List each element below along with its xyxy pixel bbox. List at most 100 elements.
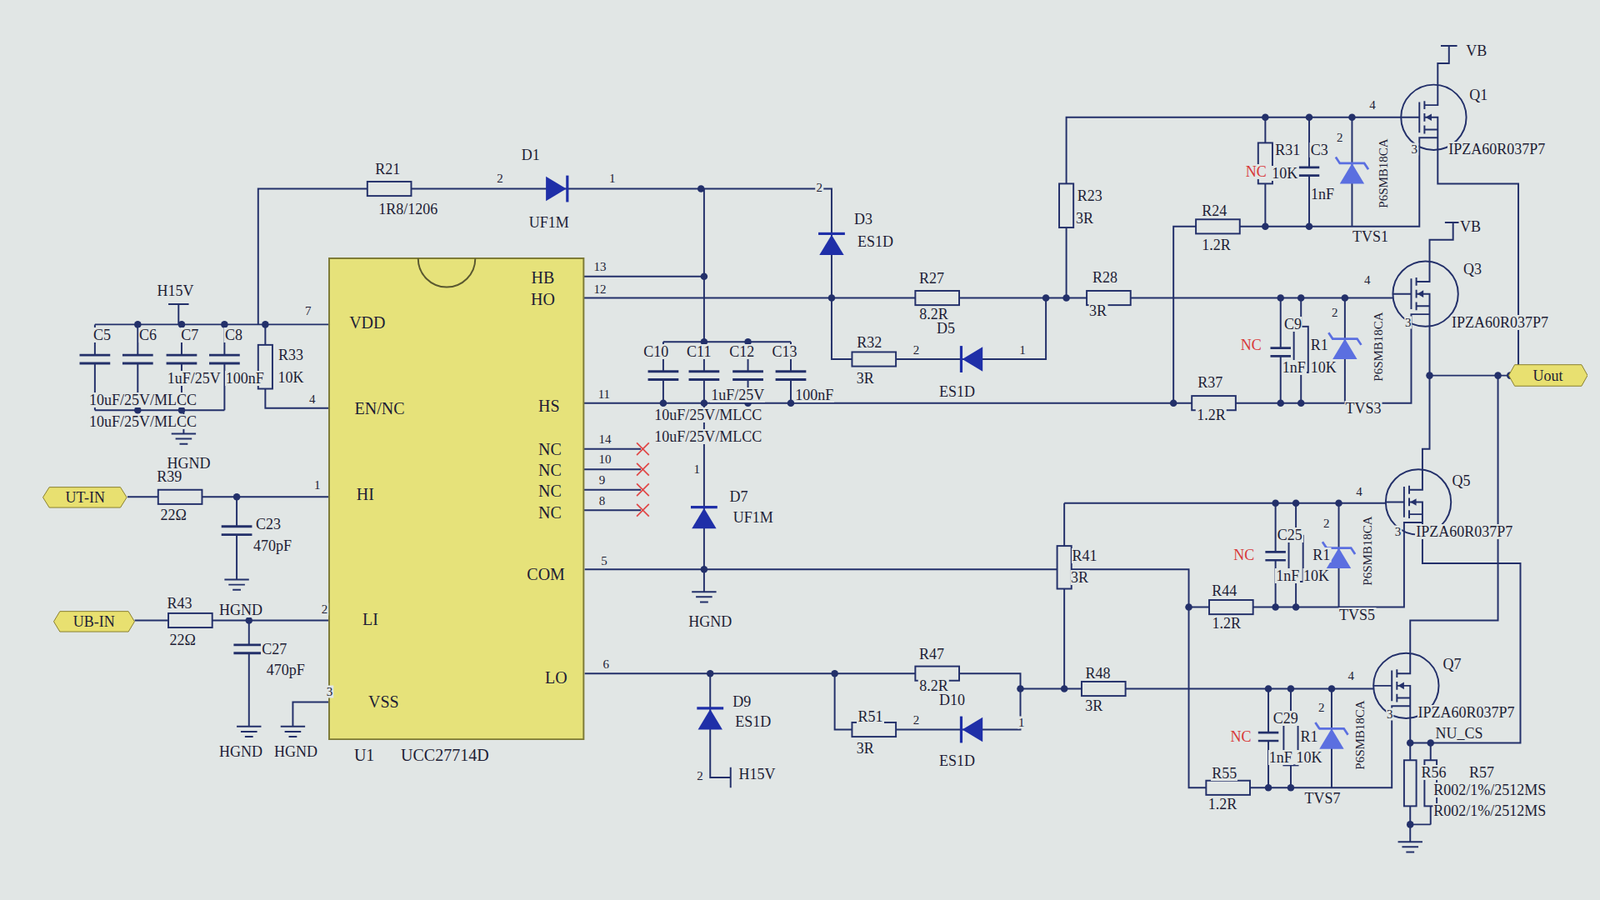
part-label: C6 [138, 327, 158, 343]
part-label: C11 [685, 344, 712, 360]
part-label: D9 [731, 694, 752, 710]
part-label: IPZA60R037P7 [1447, 141, 1546, 157]
part-label: R47 [918, 646, 945, 662]
pin-name: HS [538, 397, 560, 415]
part-label: C8 [224, 327, 244, 343]
port-shape [53, 611, 135, 632]
pin-number: 7 [304, 305, 313, 318]
part-label: R1 [1310, 337, 1330, 353]
capacitor-symbol [1269, 348, 1292, 357]
capacitor-symbol [165, 355, 198, 364]
pin-name: NC [538, 461, 562, 479]
pin-name: UCC27714D [400, 746, 490, 764]
part-label: 10K [1270, 165, 1299, 181]
diode-symbol [960, 716, 983, 744]
pin-number: 2 [695, 769, 705, 782]
part-label: Q5 [1450, 473, 1471, 489]
pin-name: U1 [354, 746, 375, 764]
part-label: 3R [1088, 303, 1108, 319]
part-label: R57 [1468, 765, 1495, 780]
part-label: R27 [918, 270, 945, 286]
resistor-symbol [1081, 681, 1126, 696]
part-label: D5 [935, 320, 956, 336]
part-label: C23 [255, 516, 282, 532]
part-label: D7 [729, 489, 750, 505]
part-label: P6SMB18CA [1377, 137, 1390, 209]
part-label: TVS7 [1303, 790, 1341, 806]
ic-box: VDDEN/NCHILIVSSHBHOHSNCNCNCNCCOMLOU1UCC2… [328, 257, 585, 740]
pin-number: 9 [598, 473, 607, 486]
part-label: ES1D [938, 753, 976, 769]
pin-number: 3 [1385, 708, 1395, 721]
mosfet-symbol [1400, 85, 1466, 150]
wire [95, 45, 1521, 842]
part-label: R39 [155, 469, 183, 485]
pin-number: 8 [598, 495, 607, 508]
part-label: 10K [1302, 568, 1330, 584]
part-label: NC [1240, 337, 1263, 353]
pin-number: 2 [1335, 131, 1345, 145]
part-label: R55 [1210, 765, 1238, 781]
part-label: R37 [1196, 375, 1224, 390]
capacitor-symbol [220, 526, 253, 535]
pin-name: HI [356, 485, 375, 503]
part-label: P6SMB18CA [1372, 311, 1385, 383]
pin-name: NC [538, 482, 562, 500]
part-label: 1nF [1268, 750, 1294, 765]
pin-number: 1 [1018, 344, 1027, 357]
resistor-symbol [1195, 219, 1240, 234]
port-flag: UT-IN [42, 486, 128, 509]
part-label: 100nF [794, 387, 835, 403]
ground-symbol [280, 726, 305, 737]
part-label: R1 [1300, 729, 1320, 745]
resistor-symbol [1205, 780, 1250, 795]
tvs-symbol [1315, 722, 1348, 750]
pin-name: NC [538, 440, 562, 458]
resistor-symbol [1404, 760, 1417, 806]
capacitor-symbol [1298, 167, 1321, 176]
port-flag: Uout [1508, 364, 1589, 387]
part-label: 3R [855, 370, 875, 386]
part-label: R28 [1091, 270, 1119, 285]
pin-number: 4 [1368, 99, 1377, 112]
part-label: 1.2R [1200, 237, 1232, 253]
pin-number: 4 [1363, 273, 1372, 286]
part-label: IPZA60R037P7 [1417, 705, 1516, 720]
part-label: 1.2R [1207, 796, 1239, 812]
part-label: 3R [1084, 698, 1104, 714]
part-label: Q3 [1462, 261, 1483, 277]
part-label: P6SMB18CA [1360, 515, 1374, 587]
junction-dots [134, 114, 1515, 829]
capacitor-symbol [208, 355, 241, 364]
part-label: R44 [1210, 583, 1238, 599]
pin-number: 2 [495, 172, 505, 185]
pin-name: NC [538, 504, 562, 521]
capacitor-symbol [1264, 551, 1287, 560]
part-label: ES1D [856, 234, 895, 250]
part-label: R43 [165, 595, 193, 611]
part-label: 100nF [225, 370, 265, 386]
part-label: D10 [938, 692, 966, 708]
pin-number: 2 [1322, 517, 1331, 530]
ground-symbol [691, 591, 716, 602]
part-label: ES1D [938, 384, 976, 400]
capacitor-symbol [121, 355, 155, 364]
resistor-symbol [1209, 600, 1254, 615]
pin-number: 4 [1346, 669, 1355, 682]
part-label: 10uF/25V/MLCC [88, 414, 198, 430]
part-label: 10uF/25V/MLCC [653, 429, 763, 445]
port-shape [1508, 365, 1588, 387]
part-label: IPZA60R037P7 [1450, 315, 1550, 330]
part-label: H15V [156, 283, 195, 299]
resistor-symbol [851, 722, 896, 737]
pin-number: 11 [597, 387, 611, 400]
part-label: 1nF [1310, 186, 1335, 202]
part-label: H15V [738, 766, 777, 782]
diode-symbol [690, 507, 718, 530]
part-label: 22Ω [159, 507, 187, 523]
pin-name: HB [531, 269, 555, 286]
resistor-symbol [168, 613, 213, 628]
part-label: R48 [1085, 665, 1112, 681]
ground-symbol [224, 580, 249, 590]
part-label: ES1D [734, 714, 772, 730]
